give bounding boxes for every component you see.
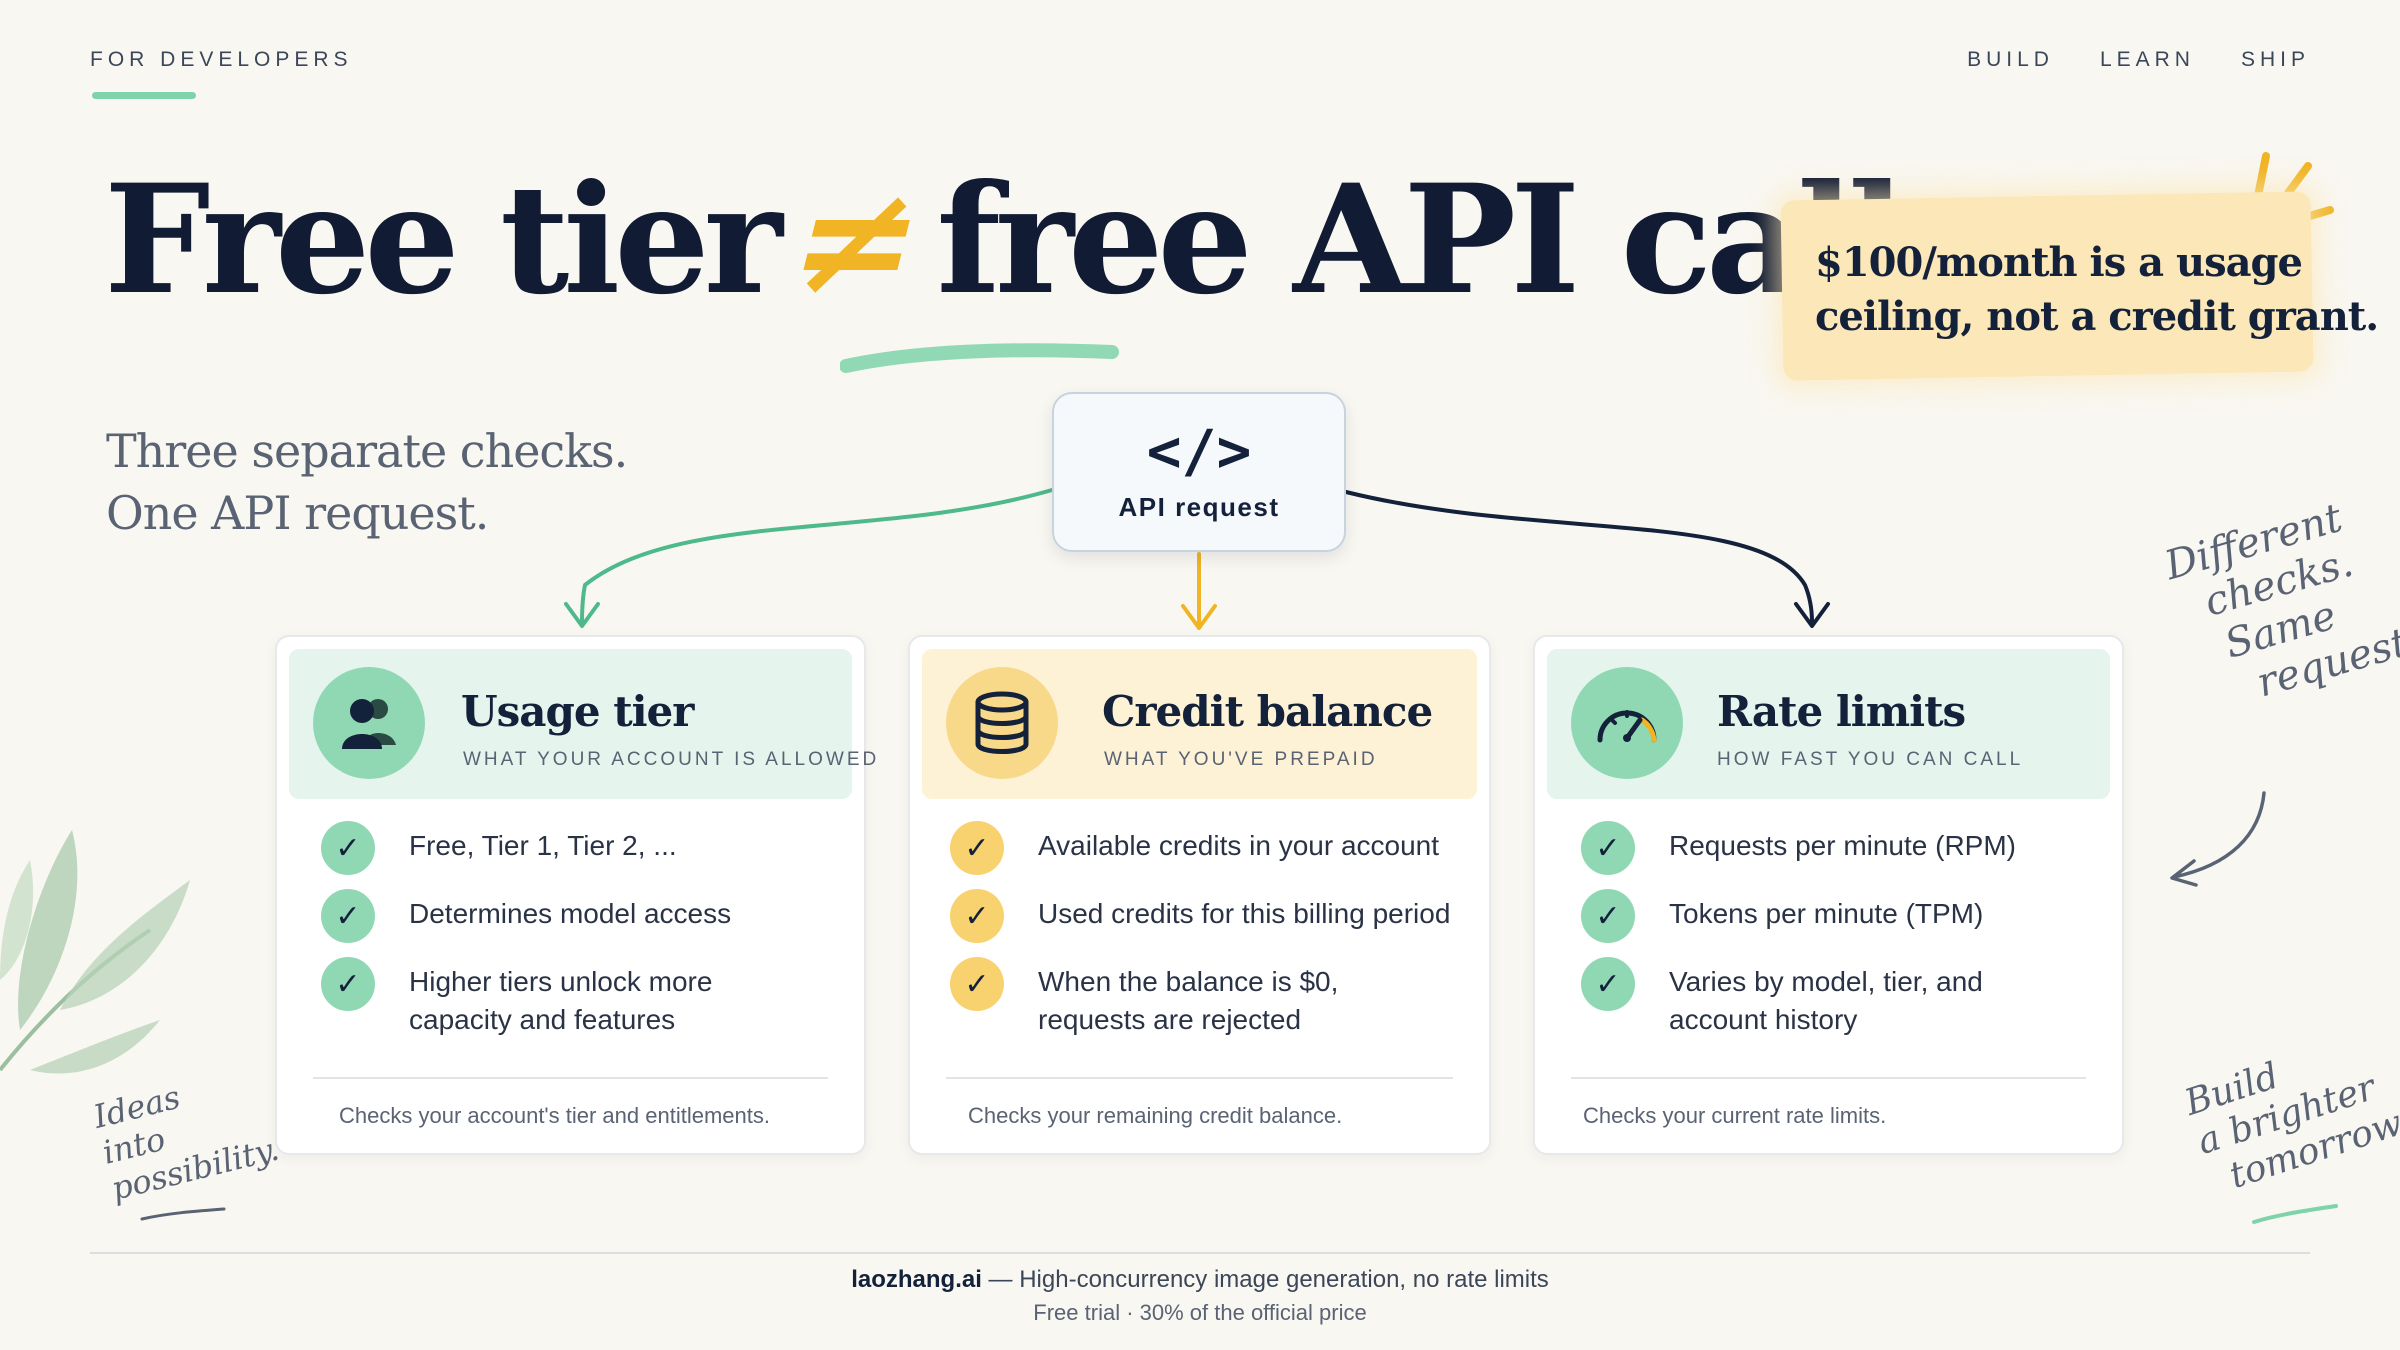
api-request-label: API request [1118, 491, 1280, 522]
green-hand-underline [2252, 1204, 2338, 1224]
nav-build[interactable]: BUILD [1967, 48, 2054, 71]
list-item: ✓ Free, Tier 1, Tier 2, ... [321, 821, 844, 875]
hand-underline [140, 1207, 226, 1221]
top-nav: BUILD LEARN SHIP [1967, 48, 2310, 72]
subtitle-line-1: Three separate checks. [106, 424, 628, 478]
check-icon: ✓ [950, 957, 1004, 1011]
credit-balance-list: ✓ Available credits in your account ✓ Us… [950, 821, 1469, 1059]
eyebrow-underline [92, 92, 196, 99]
arrow-to-usage-tier [564, 488, 1054, 628]
check-icon: ✓ [1581, 821, 1635, 875]
handwritten-note-bottom-right: Build a brighter tomorrow. [2180, 1055, 2400, 1197]
footer-tagline-text: — High-concurrency image generation, no … [981, 1266, 1549, 1293]
usage-tier-card: Usage tier WHAT YOUR ACCOUNT IS ALLOWED … [275, 635, 876, 1155]
footer-brand-link[interactable]: laozhang.ai [851, 1266, 982, 1293]
subtitle: Three separate checks. One API request. [106, 420, 628, 544]
usage-ceiling-note: $100/month is a usage ceiling, not a cre… [1815, 236, 2379, 344]
usage-tier-title: Usage tier [461, 687, 694, 736]
credit-balance-title: Credit balance [1102, 687, 1433, 736]
usage-tier-list: ✓ Free, Tier 1, Tier 2, ... ✓ Determines… [321, 821, 844, 1059]
list-item: ✓ Higher tiers unlock more capacity and … [321, 957, 844, 1039]
usage-tier-subtitle: WHAT YOUR ACCOUNT IS ALLOWED [463, 749, 880, 770]
list-item: ✓ Tokens per minute (TPM) [1581, 889, 2102, 943]
database-icon [946, 667, 1058, 779]
list-item: ✓ Used credits for this billing period [950, 889, 1469, 943]
divider [946, 1077, 1453, 1079]
note-line-1: $100/month is a usage [1815, 239, 2303, 286]
divider [313, 1077, 828, 1079]
footer-offer: Free trial · 30% of the official price [1033, 1300, 1367, 1325]
hero-title-left: Free tier [104, 152, 783, 328]
check-icon: ✓ [321, 821, 375, 875]
credit-balance-card: Credit balance WHAT YOU'VE PREPAID ✓ Ava… [908, 635, 1491, 1155]
list-item: ✓ When the balance is $0, requests are r… [950, 957, 1469, 1039]
check-icon: ✓ [950, 821, 1004, 875]
gauge-icon [1571, 667, 1683, 779]
check-icon: ✓ [321, 889, 375, 943]
usage-tier-header: Usage tier WHAT YOUR ACCOUNT IS ALLOWED [289, 649, 876, 799]
arrow-to-credit-balance [1181, 552, 1217, 630]
api-request-node: </> API request [1052, 392, 1346, 552]
list-item: ✓ Determines model access [321, 889, 844, 943]
note-line-2: ceiling, not a credit grant. [1815, 293, 2379, 340]
footer-tagline: laozhang.ai — High-concurrency image gen… [0, 1266, 2400, 1294]
rate-limits-card: Rate limits HOW FAST YOU CAN CALL ✓ Requ… [1533, 635, 2124, 1155]
divider [1571, 1077, 2086, 1079]
code-icon: </> [1146, 416, 1252, 485]
list-item: ✓ Requests per minute (RPM) [1581, 821, 2102, 875]
rate-limits-subtitle: HOW FAST YOU CAN CALL [1717, 749, 2024, 770]
curved-arrow-icon [2170, 791, 2266, 887]
list-item: ✓ Available credits in your account [950, 821, 1469, 875]
credit-balance-subtitle: WHAT YOU'VE PREPAID [1104, 749, 1378, 770]
rate-limits-list: ✓ Requests per minute (RPM) ✓ Tokens per… [1581, 821, 2102, 1059]
rate-limits-title: Rate limits [1717, 687, 1966, 736]
credit-balance-footer: Checks your remaining credit balance. [968, 1103, 1343, 1128]
arrow-to-rate-limits [1344, 490, 1830, 628]
check-icon: ✓ [950, 889, 1004, 943]
leaf-icon [0, 830, 190, 1074]
usage-tier-footer: Checks your account's tier and entitleme… [339, 1103, 770, 1128]
eyebrow-label: FOR DEVELOPERS [90, 48, 353, 71]
check-icon: ✓ [321, 957, 375, 1011]
nav-learn[interactable]: LEARN [2099, 48, 2195, 71]
subtitle-line-2: One API request. [106, 486, 489, 540]
rate-limits-footer: Checks your current rate limits. [1583, 1103, 1887, 1128]
check-icon: ✓ [1581, 957, 1635, 1011]
users-icon [313, 667, 425, 779]
nav-ship[interactable]: SHIP [2240, 48, 2310, 71]
credit-balance-header: Credit balance WHAT YOU'VE PREPAID [922, 649, 1477, 799]
flow-arrows [564, 488, 1830, 630]
rate-limits-header: Rate limits HOW FAST YOU CAN CALL [1547, 649, 2110, 799]
check-icon: ✓ [1581, 889, 1635, 943]
title-brush-underline [840, 343, 1119, 373]
list-item: ✓ Varies by model, tier, and account his… [1581, 957, 2102, 1039]
footer-divider [90, 1252, 2310, 1254]
